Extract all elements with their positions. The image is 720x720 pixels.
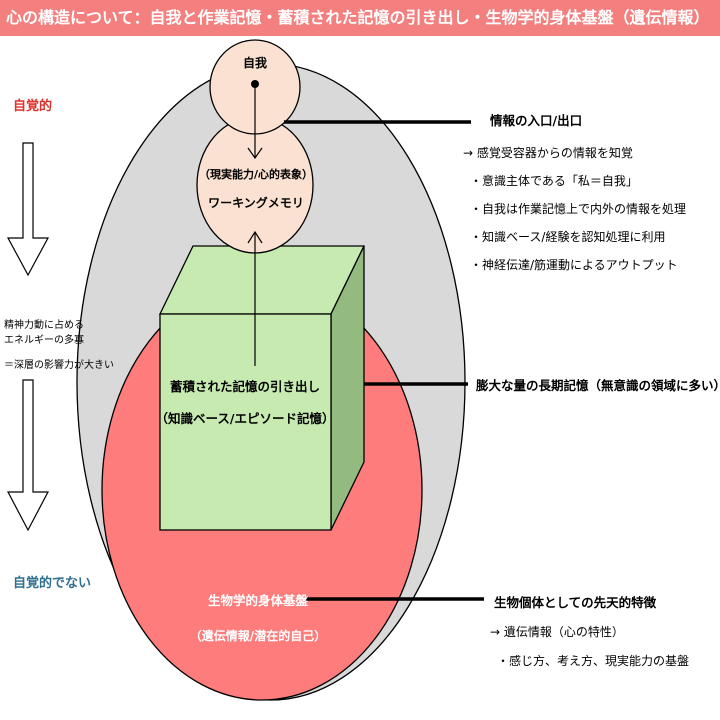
memory-drawer-sub-label: （知識ベース/エピソード記憶） <box>155 411 335 426</box>
innate-item: → 遺伝情報（心の特性） <box>490 625 624 639</box>
ego-down-arrowhead <box>247 147 263 160</box>
io-item: ・意識主体である「私＝自我」 <box>470 174 638 188</box>
io-item: → 感覚受容器からの情報を知覚 <box>463 146 633 160</box>
io-item: ・知識ベース/経験を認知処理に利用 <box>470 230 666 244</box>
left-down-arrow-top <box>6 142 50 277</box>
conscious-label: 自覚的 <box>13 99 53 114</box>
innate-item: ・感じ方、考え方、現実能力の基盤 <box>497 654 690 668</box>
io-item: ・神経伝達/筋運動によるアウトプット <box>470 258 678 272</box>
long-term-memory-note: 膨大な量の長期記憶（無意識の領域に多い） <box>476 378 720 393</box>
energy-note-line-2: エネルギーの多寡 <box>4 335 84 346</box>
io-title: 情報の入口/出口 <box>490 113 583 128</box>
memory-drawer-label: 蓄積された記憶の引き出し <box>169 379 321 394</box>
working-memory-label: ワーキングメモリ <box>208 196 304 210</box>
energy-note-line-3: ＝深層の影響力が大きい <box>4 360 114 371</box>
page-title: 心の構造について：自我と作業記憶・蓄積された記憶の引き出し・生物学的身体基盤（遺… <box>0 0 720 36</box>
bio-foundation-label: 生物学的身体基盤 <box>207 593 309 608</box>
left-down-arrow-bottom <box>7 379 49 532</box>
unconscious-label: 自覚的でない <box>13 576 92 591</box>
io-item: ・自我は作業記憶上で内外の情報を処理 <box>470 202 687 216</box>
cube-up-arrowhead <box>247 230 263 244</box>
cube-front <box>159 313 332 531</box>
ego-label: 自我 <box>242 56 268 70</box>
cube-top <box>158 245 366 315</box>
innate-title: 生物個体としての先天的特徴 <box>494 595 657 610</box>
bio-foundation-sub-label: （遺伝情報/潜在的自己） <box>189 629 327 643</box>
energy-note-line-1: 精神力動に占める <box>4 320 84 331</box>
working-memory-sub-label: （現実能力/心的表象） <box>198 168 314 181</box>
